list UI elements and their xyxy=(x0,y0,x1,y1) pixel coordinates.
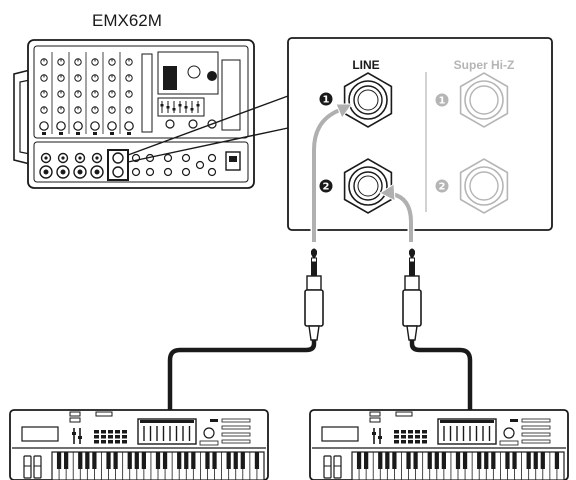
superhiz-number-badge-1 xyxy=(435,93,449,107)
svg-text:1: 1 xyxy=(439,96,446,107)
superhiz-number-badge-2 xyxy=(435,179,449,193)
mixer-level-knob xyxy=(56,121,66,131)
mixer-title: EMX62M xyxy=(92,11,162,30)
svg-text:2: 2 xyxy=(439,182,446,193)
keyboard-knob xyxy=(503,427,515,439)
phone-plug-1 xyxy=(304,248,324,341)
jack-number-badge-2 xyxy=(319,179,333,193)
keyboard-display xyxy=(21,426,59,442)
mixer-level-knob xyxy=(107,121,117,131)
cable-1 xyxy=(167,340,317,414)
superhiz-jack-2: 2 xyxy=(435,158,509,214)
superhiz-jack-1: 1 xyxy=(435,72,509,128)
mixer-level-knob xyxy=(39,121,49,131)
mixer-front-panel xyxy=(33,141,249,183)
mixer-jack xyxy=(207,153,217,163)
keyboard-synth-2 xyxy=(309,409,569,480)
mixer-top-panel xyxy=(33,45,249,139)
mixer-line-jack xyxy=(112,166,124,178)
jack-number-badge-1 xyxy=(319,92,333,106)
keyboard-synth-1 xyxy=(9,409,269,480)
phone-plug-2 xyxy=(402,248,422,341)
line-jack-2: 2 xyxy=(319,158,393,214)
connection-arrow-1 xyxy=(310,103,353,242)
mixer-level-knob xyxy=(90,121,100,131)
mixer-channel-knobs xyxy=(39,58,134,135)
mixer-effects-block xyxy=(157,51,219,95)
mixer-line-jack xyxy=(112,152,124,164)
mixer-power-amp-block xyxy=(221,59,241,131)
mixer-level-knob xyxy=(73,121,83,131)
keyboard-slider-panel xyxy=(437,418,497,445)
mixer-jack xyxy=(181,167,191,177)
mixer-jack xyxy=(195,160,205,170)
cable-2 xyxy=(409,340,473,414)
mixer-meter xyxy=(141,53,153,133)
svg-text:2: 2 xyxy=(323,182,330,193)
mixer-illustration: EMX62M xyxy=(13,11,255,189)
keyboard-display xyxy=(321,426,359,442)
keyboard-slider-panel xyxy=(137,418,197,445)
zoomed-input-panel: LINE Super Hi-Z 1 2 1 xyxy=(287,37,553,231)
mixer-jack xyxy=(163,167,173,177)
mixer-level-knob xyxy=(124,121,134,131)
line-label: LINE xyxy=(352,58,379,72)
mixer-jack xyxy=(163,153,173,163)
mixer-jack xyxy=(131,167,141,177)
mixer-highlighted-inputs xyxy=(107,149,129,181)
keyboard-knob xyxy=(203,427,215,439)
mixer-handle xyxy=(13,69,31,165)
line-jack-1: 1 xyxy=(319,72,393,128)
mixer-graphic-eq xyxy=(157,97,205,117)
connection-arrow-2 xyxy=(379,183,415,242)
zoom-line-bottom xyxy=(127,127,289,163)
superhiz-label: Super Hi-Z xyxy=(454,58,515,72)
svg-text:1: 1 xyxy=(323,95,330,106)
zoom-line-top xyxy=(127,95,289,156)
mixer-jack xyxy=(207,167,217,177)
mixer-power-switch xyxy=(225,151,241,171)
mixer-jack xyxy=(145,167,155,177)
mixer-jack xyxy=(181,153,191,163)
mixer-input-jacks xyxy=(39,152,217,179)
